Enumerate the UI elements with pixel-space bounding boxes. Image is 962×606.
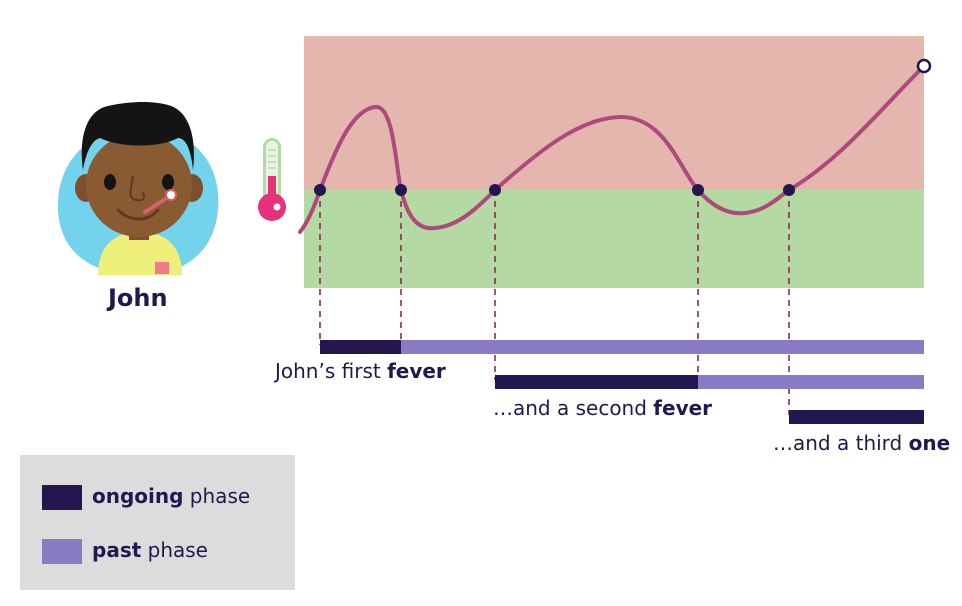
- curve-end-point: [916, 58, 932, 74]
- legend: ongoing phase past phase: [20, 455, 295, 590]
- fever-3-ongoing-bar: [789, 410, 924, 424]
- fever-3-label-prefix: …and a third: [773, 431, 909, 455]
- threshold-points: [314, 184, 795, 196]
- legend-past-text: phase: [141, 538, 208, 562]
- legend-ongoing-bold: ongoing: [92, 484, 184, 508]
- threshold-point: [314, 184, 326, 196]
- fever-1-past-bar: [320, 340, 924, 354]
- legend-past-swatch: [42, 539, 82, 564]
- threshold-point: [692, 184, 704, 196]
- legend-past-bold: past: [92, 538, 142, 562]
- normal-zone: [304, 190, 924, 288]
- fever-3-label-bold: one: [908, 431, 951, 455]
- fever-1-label-prefix: John’s first: [275, 359, 388, 383]
- person-avatar-icon: [57, 102, 219, 275]
- thermometer-icon: [258, 138, 286, 221]
- legend-ongoing-label: ongoing phase: [92, 484, 250, 508]
- fever-2-label-bold: fever: [653, 396, 713, 420]
- fever-2-label-prefix: …and a second: [493, 396, 654, 420]
- person-name: John: [108, 284, 168, 312]
- legend-ongoing-swatch: [42, 485, 82, 510]
- threshold-point: [395, 184, 407, 196]
- legend-past-label: past phase: [92, 538, 208, 562]
- threshold-point: [783, 184, 795, 196]
- temperature-curve: [298, 64, 926, 234]
- fever-2-ongoing-bar: [495, 375, 698, 389]
- threshold-point: [489, 184, 501, 196]
- fever-1-ongoing-bar: [320, 340, 401, 354]
- fever-1-label-bold: fever: [387, 359, 446, 383]
- fever-zone: [304, 36, 924, 190]
- legend-ongoing-text: phase: [183, 484, 251, 508]
- fever-1-label: John’s first fever: [275, 359, 446, 383]
- fever-2-label: …and a second fever: [493, 396, 712, 420]
- fever-3-label: …and a third one: [773, 431, 950, 455]
